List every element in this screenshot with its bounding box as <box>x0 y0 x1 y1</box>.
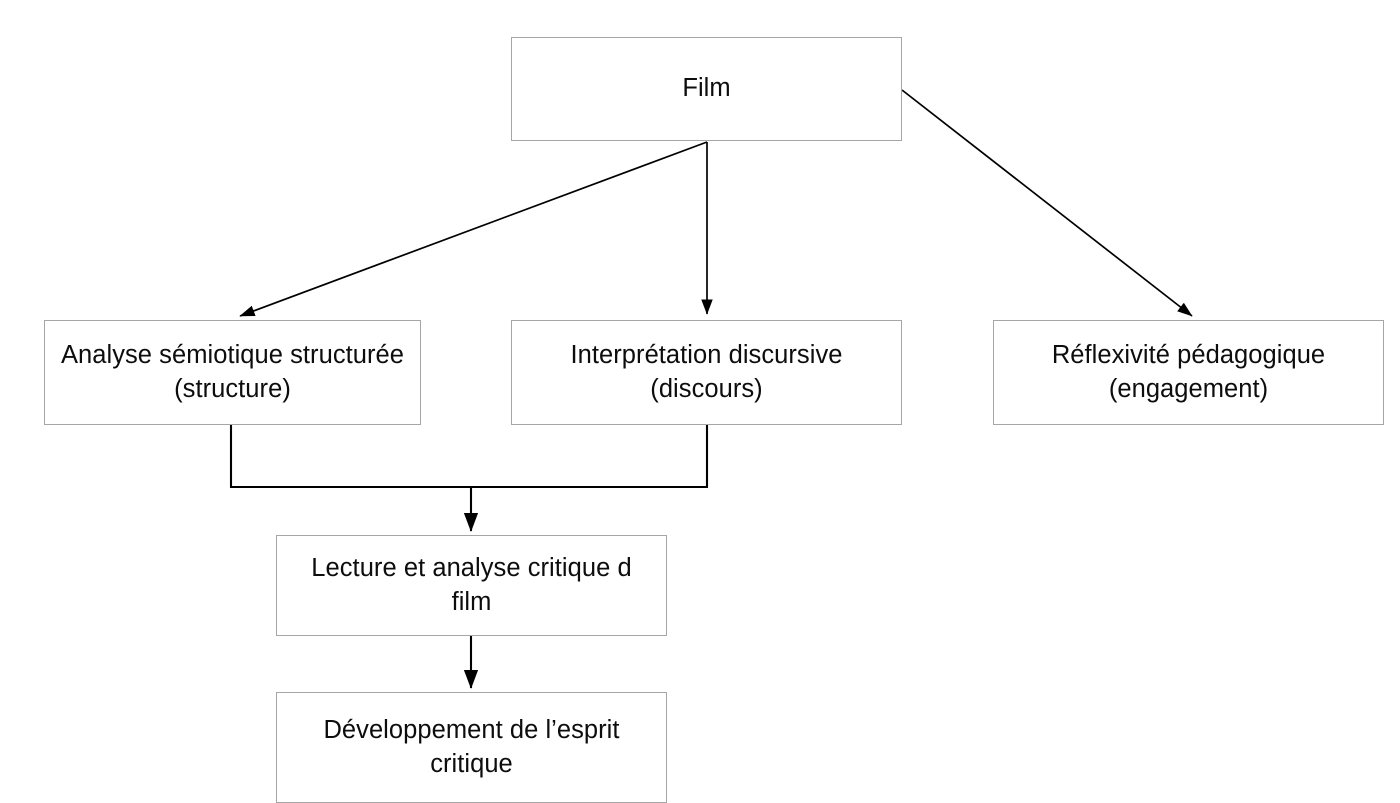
edge-film-to-semiotique <box>239 141 708 317</box>
node-analyse-semiotique-structuree-label: Analyse sémiotique structurée (structure… <box>60 340 405 403</box>
node-developpement-esprit-critique[interactable]: Développement de l’esprit critique <box>276 692 667 803</box>
node-reflexivite-pedagogique-label: Réflexivité pédagogique (engagement) <box>1051 340 1326 403</box>
node-interpretation-discursive[interactable]: Interprétation discursive (discours) <box>511 320 902 425</box>
node-lecture-analyse-critique[interactable]: Lecture et analyse critique d film <box>276 535 667 636</box>
node-developpement-esprit-critique-label: Développement de l’esprit critique <box>323 715 620 778</box>
edge-film-to-reflexivite <box>901 89 1193 317</box>
node-film[interactable]: Film <box>511 37 902 141</box>
node-interpretation-discursive-label: Interprétation discursive (discours) <box>570 340 843 403</box>
node-reflexivite-pedagogique[interactable]: Réflexivité pédagogique (engagement) <box>993 320 1384 425</box>
node-lecture-analyse-critique-label: Lecture et analyse critique d film <box>311 553 632 616</box>
node-film-label: Film <box>682 74 731 103</box>
node-analyse-semiotique-structuree[interactable]: Analyse sémiotique structurée (structure… <box>44 320 421 425</box>
